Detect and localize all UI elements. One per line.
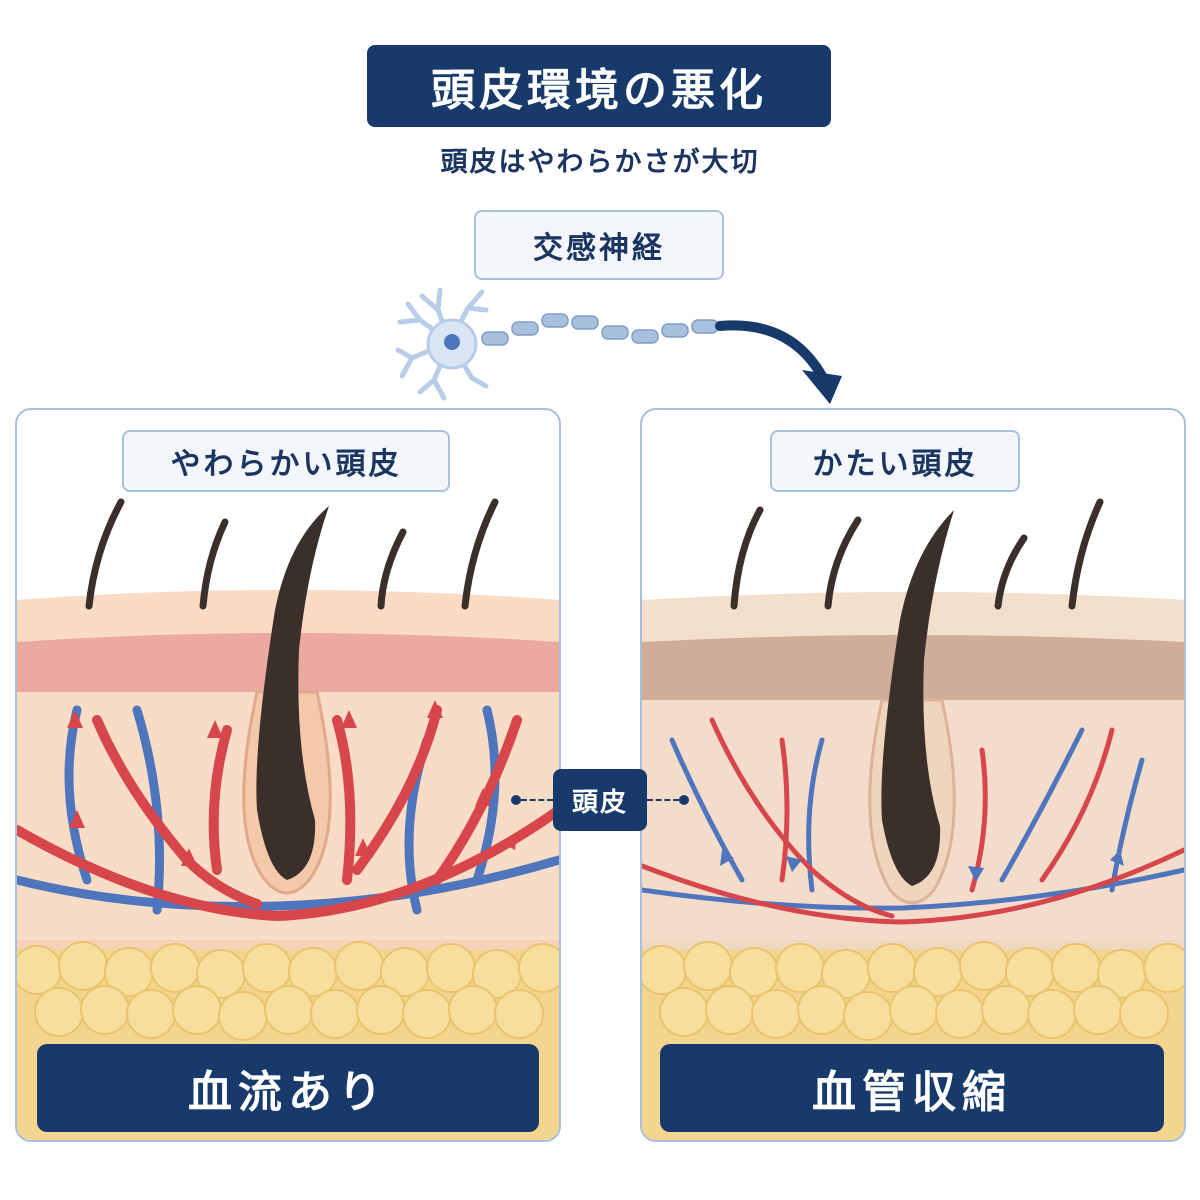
scalp-connector-right xyxy=(647,799,679,801)
stiff-scalp-illustration xyxy=(642,498,1184,1140)
soft-scalp-label-text: やわらかい頭皮 xyxy=(170,447,402,482)
blood-flow-banner-text: 血流あり xyxy=(188,1067,388,1118)
page-subtitle: 頭皮はやわらかさが大切 xyxy=(440,147,760,178)
blood-flow-banner: 血流あり xyxy=(37,1044,539,1132)
stiff-scalp-panel: かたい頭皮 血管収縮 xyxy=(640,408,1186,1142)
scalp-connector-dot-right xyxy=(679,795,689,805)
stiff-scalp-label-text: かたい頭皮 xyxy=(812,447,978,482)
vasoconstriction-banner-text: 血管収縮 xyxy=(812,1067,1012,1118)
page-title-text: 頭皮環境の悪化 xyxy=(431,65,767,116)
vasoconstriction-banner: 血管収縮 xyxy=(660,1044,1164,1132)
scalp-connector-dot-left xyxy=(511,795,521,805)
sympathetic-nerve-label: 交感神経 xyxy=(474,210,724,280)
page-title: 頭皮環境の悪化 xyxy=(367,45,831,127)
scalp-tag-text: 頭皮 xyxy=(571,787,628,818)
scalp-connector-left xyxy=(521,799,553,801)
soft-scalp-panel: やわらかい頭皮 血流あり xyxy=(15,408,561,1142)
neuron-icon xyxy=(395,287,842,404)
soft-scalp-illustration xyxy=(17,498,559,1140)
scalp-tag: 頭皮 xyxy=(553,769,647,831)
stiff-scalp-label: かたい頭皮 xyxy=(770,430,1020,492)
sympathetic-nerve-text: 交感神経 xyxy=(533,231,665,266)
soft-scalp-label: やわらかい頭皮 xyxy=(122,430,450,492)
